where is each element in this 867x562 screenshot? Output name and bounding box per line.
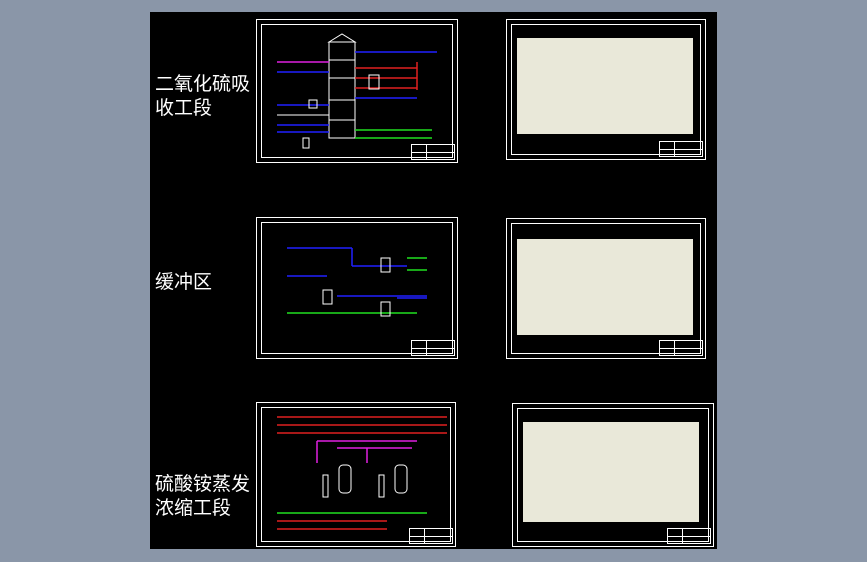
stream-table xyxy=(517,239,693,335)
section-label-so2: 二氧化硫吸收工段 xyxy=(155,73,251,119)
section-label-evap: 硫酸铵蒸发浓缩工段 xyxy=(155,473,251,519)
sheet-border xyxy=(261,222,453,354)
stream-table xyxy=(523,422,699,522)
pfd-sheet-so2[interactable] xyxy=(256,19,458,163)
pfd-sheet-buffer[interactable] xyxy=(256,217,458,359)
stream-table-sheet-buffer[interactable] xyxy=(506,218,706,359)
stream-table-sheet-so2[interactable] xyxy=(506,19,706,160)
stream-table xyxy=(517,38,693,134)
title-block xyxy=(411,144,455,160)
section-label-buffer: 缓冲区 xyxy=(155,271,213,293)
title-block xyxy=(409,528,453,544)
sheet-border xyxy=(511,24,701,155)
stream-table-sheet-evap[interactable] xyxy=(512,403,714,547)
sheet-border xyxy=(511,223,701,354)
drawing-canvas[interactable]: 二氧化硫吸收工段 缓冲区 硫酸铵蒸发浓缩工段 xyxy=(150,12,717,549)
sheet-border xyxy=(261,24,453,158)
pfd-diagram-evap xyxy=(277,416,447,530)
title-block xyxy=(659,340,703,356)
pfd-diagram-buffer xyxy=(287,247,427,317)
pfd-diagram-so2 xyxy=(277,33,437,149)
sheet-border xyxy=(261,407,451,542)
sheet-border xyxy=(517,408,709,542)
title-block xyxy=(667,528,711,544)
pfd-sheet-evap[interactable] xyxy=(256,402,456,547)
title-block xyxy=(659,141,703,157)
title-block xyxy=(411,340,455,356)
